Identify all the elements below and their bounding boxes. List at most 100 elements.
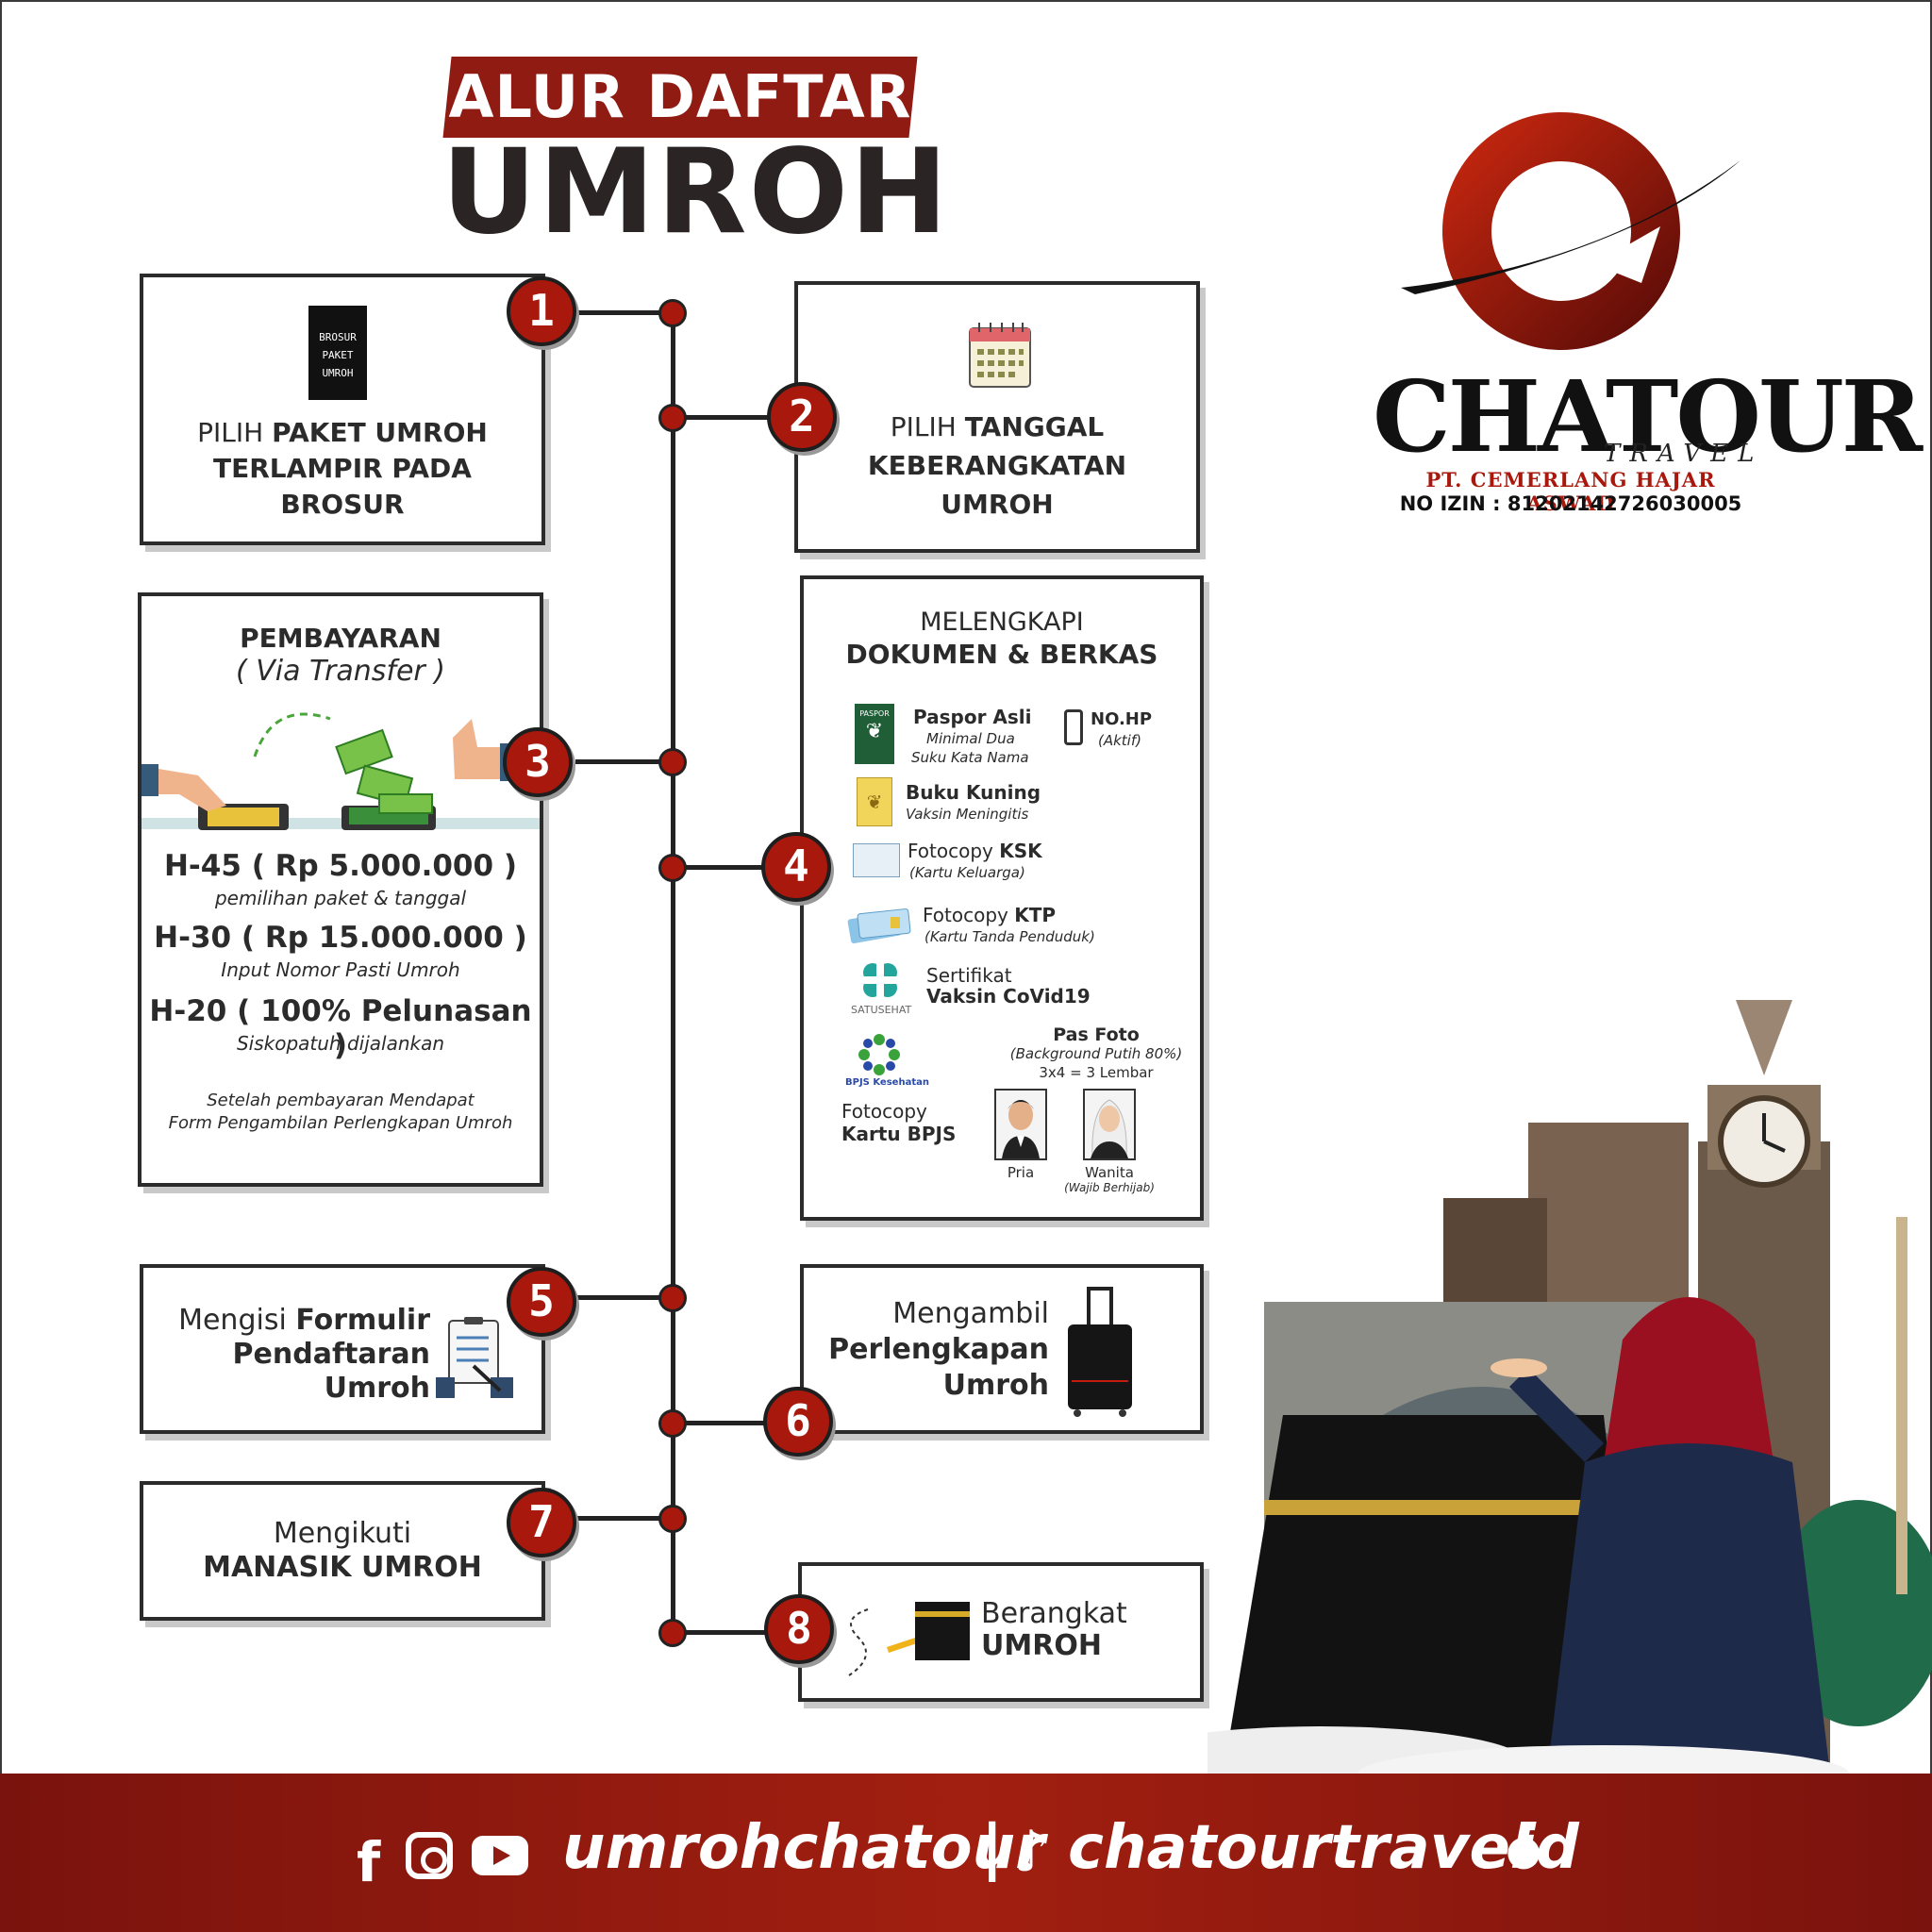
payment-h45: H-45 ( Rp 5.000.000 ) — [163, 849, 518, 883]
doc-buku-kuning-note: Vaksin Meningitis — [906, 806, 1029, 823]
brand-company: PT. CEMERLANG HAJAR ASWAD — [1425, 468, 1716, 515]
connector-8 — [675, 1630, 774, 1635]
tiktok-icon[interactable]: ♪ — [1013, 1819, 1050, 1885]
step-3-number: 3 — [503, 727, 573, 797]
brand-license: NO IZIN : 81202142726030005 — [1399, 492, 1742, 515]
payment-h20-note: Siskopatuh dijalankan — [236, 1032, 445, 1055]
photo-female-note: (Wajib Berhijab) — [1064, 1181, 1155, 1194]
timeline-dot-5 — [658, 1284, 687, 1312]
doc-paspor-note-1: Minimal Dua — [926, 730, 1015, 747]
doc-bpjs-2: Kartu BPJS — [841, 1123, 957, 1145]
doc-pas-foto-note-1: (Background Putih 80%) — [1009, 1045, 1183, 1062]
docs-pre: MELENGKAPI — [920, 608, 1084, 637]
connector-7 — [575, 1516, 675, 1521]
mecca-scene-illustration — [1113, 972, 1932, 1802]
yellow-book-icon: ❦ — [857, 777, 892, 826]
timeline-dot-2 — [658, 404, 687, 432]
timeline-dot-3 — [658, 748, 687, 776]
doc-ksk: Fotocopy KSK — [908, 840, 1042, 862]
step-4-box: MELENGKAPI DOKUMEN & BERKAS PASPOR ❦ Pas… — [800, 575, 1204, 1221]
doc-vaksin-1: Sertifikat — [926, 964, 1012, 987]
satusehat-icon — [858, 958, 902, 1006]
bpjs-logo-text: BPJS Kesehatan — [845, 1077, 929, 1088]
payment-h20: H-20 ( 100% Pelunasan ) — [149, 994, 532, 1062]
payment-after-1: Setelah pembayaran Mendapat — [207, 1091, 475, 1110]
step-5-text: Mengisi Formulir Pendaftaran Umroh — [178, 1304, 430, 1405]
connector-3 — [575, 759, 675, 764]
timeline-dot-7 — [658, 1505, 687, 1533]
step-8-box: Berangkat UMROH — [798, 1562, 1204, 1702]
kaaba-plane-icon — [830, 1591, 972, 1689]
payment-h45-note: pemilihan paket & tanggal — [214, 887, 467, 909]
timeline-dot-6 — [658, 1409, 687, 1438]
photo-male-label: Pria — [1007, 1164, 1035, 1181]
timeline-dot-1 — [658, 299, 687, 327]
step-8-text: Berangkat UMROH — [981, 1597, 1127, 1662]
form-icon — [432, 1315, 517, 1404]
step-7-box: Mengikuti MANASIK UMROH — [140, 1481, 545, 1621]
doc-pas-foto-note-2: 3x4 = 3 Lembar — [1039, 1064, 1154, 1081]
photo-female-label: Wanita — [1085, 1164, 1134, 1181]
connector-5 — [575, 1295, 675, 1300]
doc-ktp-note: (Kartu Tanda Penduduk) — [924, 928, 1095, 945]
doc-hp: NO.HP — [1091, 709, 1153, 729]
doc-paspor-note-2: Suku Kata Nama — [911, 749, 1029, 766]
footer-handle-1[interactable]: umrohchatour — [562, 1813, 1045, 1883]
doc-ktp: Fotocopy KTP — [923, 904, 1057, 926]
step-8-number: 8 — [764, 1594, 834, 1664]
connector-2 — [675, 415, 774, 420]
brochure-icon: BROSUR PAKET UMROH — [308, 306, 367, 400]
title-line2: UMROH — [441, 125, 950, 260]
instagram-icon[interactable] — [406, 1832, 453, 1879]
payment-h30: H-30 ( Rp 15.000.000 ) — [154, 921, 527, 955]
timeline-dot-8 — [658, 1619, 687, 1647]
step-2-number: 2 — [767, 382, 837, 452]
step-1-text: PILIH PAKET UMROH TERLAMPIR PADA BROSUR — [197, 417, 488, 520]
photo-female — [1083, 1089, 1136, 1160]
payment-sub: ( Via Transfer ) — [236, 655, 445, 688]
payment-illustration — [142, 700, 540, 864]
phone-icon — [1064, 709, 1083, 745]
payment-after-2: Form Pengambilan Perlengkapan Umroh — [168, 1113, 513, 1133]
id-card-icon — [847, 906, 913, 947]
step-7-text: Mengikuti MANASIK UMROH — [203, 1517, 482, 1584]
payment-heading: PEMBAYARAN — [240, 623, 441, 654]
facebook-icon[interactable]: f — [357, 1830, 381, 1894]
brand-name: CHATOUR — [1373, 358, 1923, 475]
step-6-box: Mengambil Perlengkapan Umroh — [800, 1264, 1204, 1434]
timeline-dot-4 — [658, 854, 687, 882]
doc-paspor: Paspor Asli — [913, 706, 1032, 728]
step-4-number: 4 — [761, 832, 831, 902]
doc-vaksin-2: Vaksin CoVid19 — [926, 985, 1091, 1008]
bpjs-icon — [857, 1032, 902, 1081]
doc-pas-foto: Pas Foto — [1053, 1024, 1140, 1045]
step-5-number: 5 — [507, 1267, 576, 1337]
step-5-box: Mengisi Formulir Pendaftaran Umroh — [140, 1264, 545, 1434]
step-3-box: PEMBAYARAN ( Via Transfer ) H-45 ( Rp 5.… — [138, 592, 543, 1187]
step-6-text: Mengambil Perlengkapan Umroh — [828, 1297, 1049, 1402]
connector-4 — [675, 865, 774, 870]
footer-separator: | — [981, 1813, 1004, 1883]
step-7-number: 7 — [507, 1488, 576, 1557]
family-card-icon — [853, 843, 900, 877]
satusehat-label: SATUSEHAT — [851, 1004, 912, 1016]
youtube-icon[interactable] — [472, 1836, 528, 1875]
connector-1 — [575, 310, 675, 315]
footer-bar — [0, 1774, 1932, 1932]
passport-icon: PASPOR ❦ — [855, 704, 894, 764]
doc-buku-kuning: Buku Kuning — [906, 781, 1041, 804]
step-2-box: PILIH TANGGAL KEBERANGKATAN UMROH — [794, 281, 1200, 553]
doc-ksk-note: (Kartu Keluarga) — [909, 864, 1025, 881]
doc-hp-note: (Aktif) — [1098, 732, 1141, 749]
luggage-icon — [1062, 1287, 1138, 1423]
calendar-icon — [968, 321, 1032, 392]
footer-handle-2[interactable]: chatourtravel — [1068, 1813, 1531, 1883]
footer-tld: id — [1515, 1813, 1579, 1883]
step-1-box: BROSUR PAKET UMROH PILIH PAKET UMROH TER… — [140, 274, 545, 545]
title-line1: ALUR DAFTAR — [448, 62, 912, 131]
photo-male — [994, 1089, 1047, 1160]
connector-6 — [675, 1421, 774, 1425]
step-1-number: 1 — [507, 276, 576, 346]
brand-sub: TRAVEL — [1604, 440, 1764, 468]
step-2-text: PILIH TANGGAL KEBERANGKATAN UMROH — [867, 411, 1127, 520]
